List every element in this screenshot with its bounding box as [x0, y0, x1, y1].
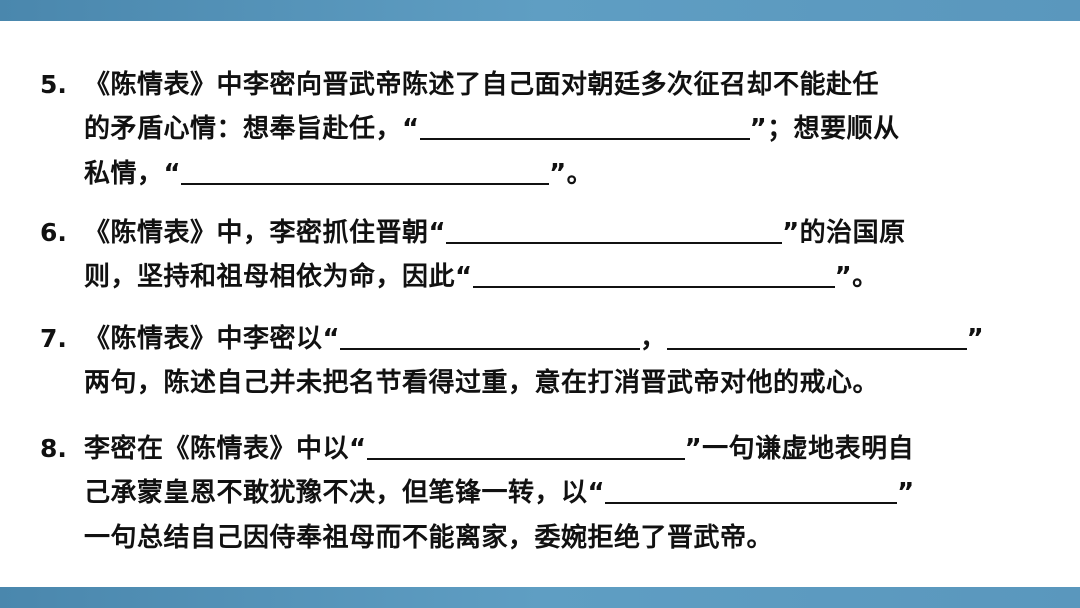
- question-line: 《陈情表》中李密以“ ， ”: [84, 316, 984, 362]
- question-number: 6.: [40, 218, 67, 247]
- question-text: 两句，陈述自己并未把名节看得过重，意在打消晋武帝对他的戒心。: [84, 368, 880, 398]
- question-text: ”；想要顺从: [749, 114, 900, 144]
- bottom-banner-bar: [0, 587, 1080, 608]
- question-number: 8.: [40, 434, 67, 463]
- question-number: 5.: [40, 70, 67, 99]
- question-text: 己承蒙皇恩不敢犹豫不决，但笔锋一转，以“: [84, 478, 606, 508]
- answer-blank[interactable]: [472, 258, 835, 288]
- question-line: 私情，“ ”。: [84, 151, 593, 197]
- question-text: 私情，“: [84, 159, 182, 189]
- question-line: 一句总结自己因侍奉祖母而不能离家，委婉拒绝了晋武帝。: [84, 515, 773, 561]
- question-text: ，: [640, 324, 667, 354]
- question-text: 一句总结自己因侍奉祖母而不能离家，委婉拒绝了晋武帝。: [84, 523, 774, 553]
- answer-blank[interactable]: [419, 110, 750, 140]
- question-text: 《陈情表》中李密以“: [84, 324, 341, 354]
- question-text: 李密在《陈情表》中以“: [84, 434, 367, 464]
- question-text: ”: [897, 478, 915, 508]
- question-line: 的矛盾心情：想奉旨赴任，“ ”；想要顺从: [84, 106, 900, 152]
- top-banner-bar: [0, 0, 1080, 21]
- question-line: 己承蒙皇恩不敢犹豫不决，但笔锋一转，以“ ”: [84, 470, 915, 516]
- question-line: 两句，陈述自己并未把名节看得过重，意在打消晋武帝对他的戒心。: [84, 360, 879, 406]
- question-text: ”。: [549, 159, 594, 189]
- question-text: ”一句谦虚地表明自: [684, 434, 915, 464]
- question-text: ”。: [834, 262, 879, 292]
- question-line: 《陈情表》中，李密抓住晋朝“ ”的治国原: [84, 210, 906, 256]
- answer-blank[interactable]: [340, 320, 641, 350]
- answer-blank[interactable]: [666, 320, 967, 350]
- question-line: 《陈情表》中李密向晋武帝陈述了自己面对朝廷多次征召却不能赴任: [84, 62, 879, 108]
- question-text: 的矛盾心情：想奉旨赴任，“: [84, 114, 420, 144]
- question-line: 李密在《陈情表》中以“ ”一句谦虚地表明自: [84, 426, 914, 472]
- answer-blank[interactable]: [605, 474, 898, 504]
- answer-blank[interactable]: [366, 430, 685, 460]
- question-text: ”的治国原: [782, 218, 906, 248]
- answer-blank[interactable]: [446, 214, 783, 244]
- question-text: 《陈情表》中，李密抓住晋朝“: [84, 218, 447, 248]
- answer-blank[interactable]: [181, 155, 550, 185]
- question-text: 则，坚持和祖母相依为命，因此“: [84, 262, 473, 292]
- question-text: ”: [966, 324, 985, 354]
- question-number: 7.: [40, 324, 67, 353]
- question-text: 《陈情表》中李密向晋武帝陈述了自己面对朝廷多次征召却不能赴任: [84, 70, 880, 100]
- question-line: 则，坚持和祖母相依为命，因此“ ”。: [84, 254, 879, 300]
